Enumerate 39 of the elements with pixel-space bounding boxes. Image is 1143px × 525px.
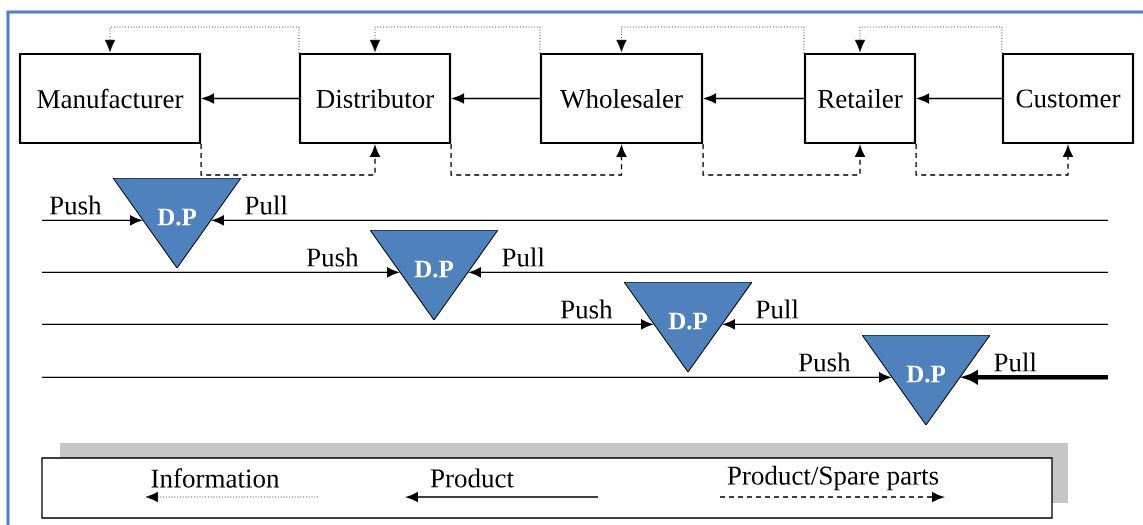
arrow [212, 215, 1109, 226]
edge-label: Pull [994, 352, 1037, 372]
arrow [452, 93, 541, 104]
arrow [202, 93, 300, 104]
process-box: Distributor [298, 52, 452, 145]
arrow [450, 143, 627, 176]
process-box: Wholesaler [539, 52, 704, 145]
decoupling-point-triangle: D.P [113, 178, 241, 268]
arrow [41, 372, 891, 383]
arrow [854, 26, 1003, 54]
edge-label: Push [49, 195, 102, 215]
arrow [723, 319, 1109, 330]
legend-text: Information [151, 468, 280, 488]
process-box: Manufacturer [18, 52, 202, 145]
edge-label: Push [306, 247, 359, 267]
decoupling-point-triangle: D.P [862, 335, 990, 425]
legend-text: Product [430, 468, 514, 488]
arrow [616, 26, 805, 54]
arrow [704, 93, 805, 104]
decoupling-point-triangle: D.P [370, 230, 498, 320]
arrow [41, 319, 653, 330]
edge-label: Push [798, 352, 851, 372]
arrow [917, 93, 1003, 104]
edge-label: Pull [756, 299, 799, 319]
process-box: Retailer [803, 52, 917, 145]
edge-label: Push [560, 299, 613, 319]
arrow [915, 143, 1073, 176]
decoupling-point-triangle: D.P [624, 282, 752, 372]
arrow [702, 143, 865, 176]
process-box: Customer [1001, 52, 1135, 145]
legend-text: Product/Spare parts [727, 465, 939, 491]
arrow [41, 267, 399, 278]
arrow [41, 215, 142, 226]
arrow [104, 26, 300, 54]
arrow [200, 143, 380, 176]
edge-label: Pull [502, 247, 545, 267]
arrow [469, 267, 1109, 278]
arrow [369, 26, 541, 54]
edge-label: Pull [245, 195, 288, 215]
